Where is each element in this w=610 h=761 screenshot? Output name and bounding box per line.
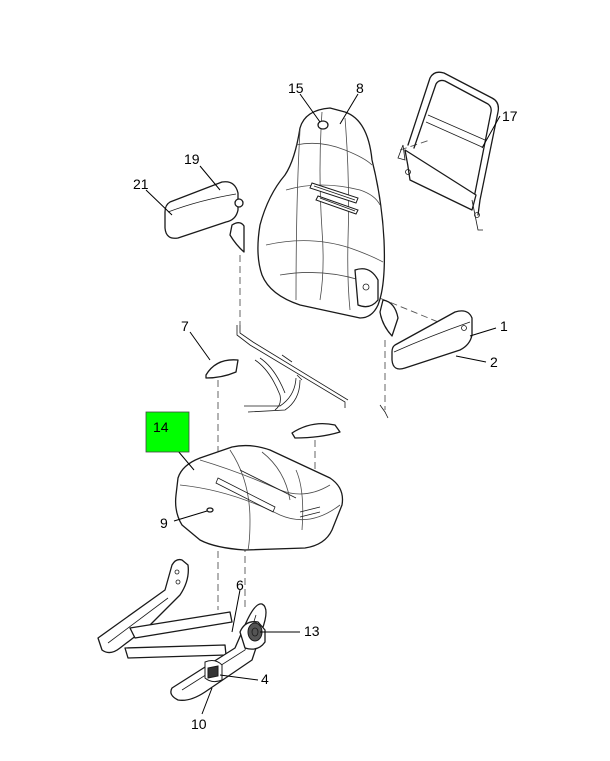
callout-17[interactable]: 17: [502, 108, 518, 124]
seat-base-frame[interactable]: [97, 558, 267, 701]
callout-9[interactable]: 9: [160, 515, 168, 531]
callout-14[interactable]: 14: [153, 419, 169, 435]
cable-harness: [236, 325, 389, 419]
callout-21[interactable]: 21: [133, 176, 149, 192]
callouts: 15 8 17 19 21 1 2 7 14 9 6 13 4 10: [133, 80, 518, 732]
callout-15[interactable]: 15: [288, 80, 304, 96]
highlight-box: [145, 411, 190, 453]
callout-6[interactable]: 6: [236, 577, 244, 593]
callout-19[interactable]: 19: [184, 151, 200, 167]
side-cover-left[interactable]: [205, 359, 239, 379]
callout-4[interactable]: 4: [261, 671, 269, 687]
left-armrest[interactable]: [164, 181, 245, 253]
seat-back[interactable]: [257, 107, 386, 319]
callout-8[interactable]: 8: [356, 80, 364, 96]
callout-2[interactable]: 2: [490, 354, 498, 370]
headrest-frame[interactable]: [397, 71, 500, 231]
callout-7[interactable]: 7: [181, 318, 189, 334]
side-cover-right[interactable]: [291, 422, 341, 439]
callout-13[interactable]: 13: [304, 623, 320, 639]
callout-10[interactable]: 10: [191, 716, 207, 732]
seat-cushion[interactable]: [174, 444, 344, 551]
right-armrest[interactable]: [379, 299, 473, 370]
leader-lines: [145, 93, 501, 715]
callout-1[interactable]: 1: [500, 318, 508, 334]
